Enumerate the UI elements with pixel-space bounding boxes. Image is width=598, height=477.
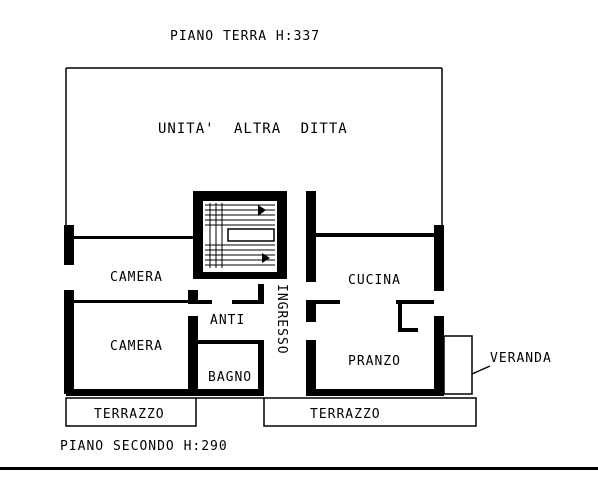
staircase	[193, 191, 287, 279]
walls-left	[64, 225, 264, 396]
terrace-outlines	[65, 397, 477, 427]
bottom-separator	[0, 467, 598, 470]
plan-subtitle: PIANO SECONDO H:290	[60, 439, 228, 454]
room-label-terrazzo-right: TERRAZZO	[310, 407, 381, 422]
room-label-cucina: CUCINA	[348, 273, 401, 288]
veranda-outline	[443, 335, 491, 395]
outer-boundary	[65, 67, 443, 228]
room-label-other-unit: UNITA' ALTRA DITTA	[158, 121, 348, 137]
room-label-veranda: VERANDA	[490, 351, 552, 366]
walls-right	[306, 191, 444, 396]
room-label-anti: ANTI	[210, 313, 245, 328]
room-label-camera-bottom: CAMERA	[110, 339, 163, 354]
room-label-ingresso: INGRESSO	[274, 284, 289, 355]
plan-title: PIANO TERRA H:337	[170, 29, 320, 44]
room-label-pranzo: PRANZO	[348, 354, 401, 369]
room-label-bagno: BAGNO	[208, 370, 252, 385]
room-label-terrazzo-left: TERRAZZO	[94, 407, 165, 422]
room-label-camera-top: CAMERA	[110, 270, 163, 285]
